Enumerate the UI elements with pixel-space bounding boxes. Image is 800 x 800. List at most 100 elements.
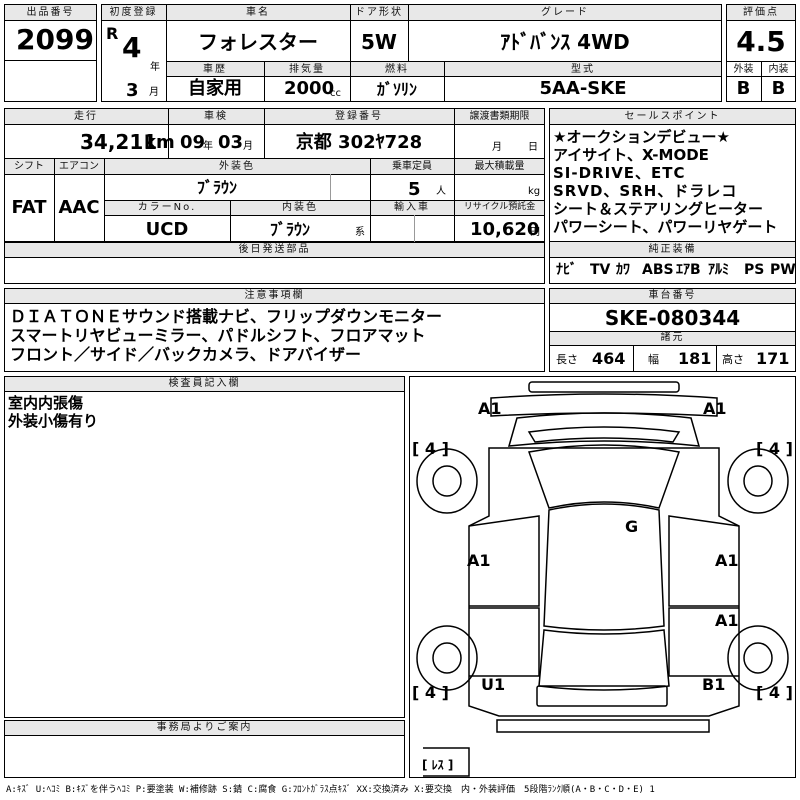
later-parts-label: 後日発送部品 (238, 244, 311, 255)
inspection-month-unit: 月 (243, 141, 253, 152)
first-reg-label: 初度登録 (109, 7, 158, 18)
specs-label: 諸元 (660, 332, 685, 343)
ext-color: ﾌﾞﾗｳﾝ (196, 178, 237, 197)
first-reg-era: R (106, 24, 119, 43)
inspection-year: 09 (180, 132, 206, 153)
first-reg-year-unit: 年 (150, 62, 160, 73)
reg-no-label: 登録番号 (335, 111, 383, 122)
legend: A:ｷｽﾞ U:ﾍｺﾐ B:ｷｽﾞを伴うﾍｺﾐ P:要塗装 W:補修跡 S:錆 … (6, 785, 655, 795)
displacement-unit: cc (330, 88, 341, 99)
first-reg-month: 3 (126, 80, 139, 101)
aircon: AAC (58, 197, 100, 218)
note-line: フロント／サイド／バックカメラ、ドアバイザー (10, 345, 362, 364)
ext-color-label: 外装色 (219, 161, 255, 172)
length-label: 長さ (556, 353, 578, 366)
grade: ｱﾄﾞﾊﾞﾝｽ 4WD (500, 30, 630, 54)
interior-grade: B (771, 78, 786, 99)
displacement-label: 排気量 (289, 64, 325, 75)
capacity-label: 乗車定員 (392, 161, 432, 172)
equipment-item: TV (590, 262, 611, 278)
selling-points-box (549, 108, 796, 284)
shift-label: シフト (14, 161, 44, 172)
inspector-note: 室内内張傷 (8, 394, 84, 412)
mileage-label: 走行 (74, 111, 98, 122)
details-box (4, 108, 545, 242)
equipment-item: PW (770, 262, 796, 278)
width: 181 (678, 349, 712, 368)
capacity-unit: 人 (436, 186, 446, 197)
width-label: 幅 (648, 353, 659, 366)
score-label: 評価点 (743, 7, 779, 18)
history: 自家用 (188, 78, 242, 99)
car-diagram-box (409, 376, 796, 778)
tire-tread-rear-left: [ 4 ] (412, 683, 449, 702)
selling-point: パワーシート、パワーリヤゲート (553, 218, 778, 236)
inspector-label: 検査員記入欄 (168, 378, 241, 389)
equipment-item: ABS (642, 262, 674, 278)
model-label: 型式 (571, 64, 595, 75)
selling-point: SRVD、SRH、ドラレコ (553, 182, 738, 200)
recycle: 10,620 (470, 219, 540, 240)
length: 464 (592, 349, 626, 368)
damage-mark: A1 (715, 551, 739, 570)
int-color-suffix: 系 (355, 227, 365, 238)
lot-box (4, 4, 97, 102)
int-color: ﾌﾞﾗｳﾝ (269, 220, 310, 239)
spare-tire: [ ﾚｽ ] (422, 758, 454, 772)
lot-label: 出品番号 (26, 7, 75, 18)
chassis-box (549, 288, 796, 372)
interior-label: 内装 (768, 64, 789, 75)
equipment-item: ｱﾙﾐ (708, 262, 729, 278)
color-no: UCD (145, 219, 189, 240)
damage-mark: U1 (481, 675, 506, 694)
tire-tread-front-right: [ 4 ] (756, 439, 793, 458)
aircon-label: エアコン (59, 161, 99, 172)
int-color-label: 内装色 (282, 202, 318, 213)
equipment-item: ｴｱB (676, 262, 701, 278)
damage-mark: B1 (702, 675, 726, 694)
selling-points-label: セールスポイント (624, 111, 721, 122)
shift: FAT (11, 197, 47, 218)
damage-mark: A1 (478, 399, 502, 418)
notes-label: 注意事項欄 (244, 290, 305, 301)
damage-mark: A1 (715, 611, 739, 630)
selling-point: SI-DRIVE、ETC (553, 164, 686, 182)
equipment-label: 純正装備 (648, 244, 697, 255)
recycle-label: リサイクル預託金 (463, 202, 536, 212)
chassis-label: 車台番号 (648, 290, 697, 301)
displacement: 2000 (284, 78, 335, 99)
grade-label: グレード (541, 7, 589, 18)
note-line: ＤＩＡＴＯＮＥサウンド搭載ナビ、フリップダウンモニター (10, 307, 443, 326)
inspection-label: 車検 (204, 111, 228, 122)
transfer-month-unit: 月 (492, 142, 502, 153)
main-info-box (101, 4, 722, 102)
transfer-label: 譲渡書類期限 (469, 111, 530, 122)
car-name: フォレスター (198, 30, 318, 54)
exterior-label: 外装 (733, 64, 754, 75)
car-diagram (416, 381, 789, 777)
equipment-item: ｶﾜ (616, 262, 630, 278)
office-box (4, 720, 405, 778)
mileage-unit: km (144, 132, 175, 153)
color-no-label: カラーNo. (137, 202, 197, 213)
inspector-box (4, 376, 405, 718)
model: 5AA-SKE (539, 78, 627, 99)
note-line: スマートリヤビューミラー、パドルシフト、フロアマット (10, 326, 426, 345)
mileage: 34,211 (80, 130, 158, 154)
equipment-item: PS (744, 262, 765, 278)
selling-point: ★オークションデビュー★ (553, 128, 730, 146)
score-value: 4.5 (736, 25, 786, 58)
max-load-unit: kg (528, 186, 541, 197)
damage-mark: A1 (467, 551, 491, 570)
damage-mark: G (625, 517, 639, 536)
notes-box (4, 288, 545, 372)
import-label: 輸入車 (394, 202, 430, 213)
later-parts-box (4, 242, 545, 284)
car-name-label: 車名 (246, 7, 270, 18)
inspection-year-unit: 年 (203, 141, 213, 152)
door-label: ドア形状 (355, 7, 403, 18)
first-reg-month-unit: 月 (149, 87, 159, 98)
capacity: 5 (408, 179, 421, 200)
door-type: 5W (361, 30, 397, 54)
office-label: 事務局よりご案内 (156, 722, 253, 733)
